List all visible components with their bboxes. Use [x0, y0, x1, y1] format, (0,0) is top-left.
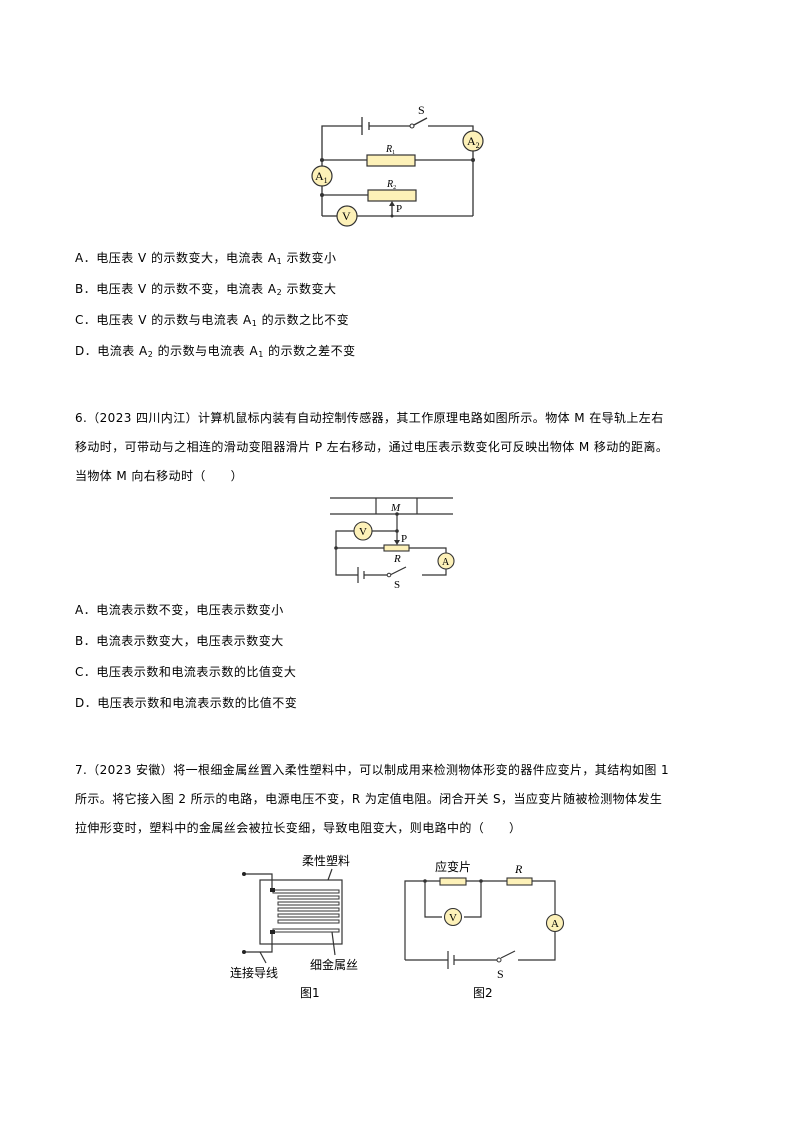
plastic-label: 柔性塑料 — [302, 853, 350, 868]
wire — [464, 881, 482, 918]
wire — [335, 548, 358, 576]
wire — [532, 880, 556, 915]
switch-blade — [389, 566, 407, 576]
q5-option-c: C．电压表 V 的示数与电流表 A1 的示数之比不变 — [75, 313, 350, 328]
wire — [424, 881, 442, 918]
slider-arrow-icon — [394, 540, 400, 545]
q5-circuit-diagram: S A2 A1 V R1 R2 P — [311, 103, 484, 227]
junction-dot — [320, 193, 324, 197]
wire-label: 细金属丝 — [310, 957, 358, 972]
q6-stem-line-3: 当物体 M 向右移动时（ ） — [75, 469, 243, 483]
q6-option-a: A．电流表示数不变，电压表示数变小 — [75, 603, 284, 617]
junction-dot — [471, 158, 475, 162]
q6-stem-line-2: 移动时，可带动与之相连的滑动变阻器滑片 P 左右移动，通过电压表示数变化可反映出… — [75, 440, 669, 454]
q5-option-d: D．电流表 A2 的示数与电流表 A1 的示数之差不变 — [75, 344, 356, 359]
metal-wire-serpentine — [272, 889, 340, 933]
ammeter-a1 — [311, 165, 333, 187]
ammeter-a1-label: A1 — [315, 169, 328, 185]
junction-dot — [479, 879, 483, 883]
voltmeter-v — [336, 205, 358, 227]
slider-label: P — [396, 203, 402, 215]
ammeter-label: A — [551, 918, 559, 930]
terminal-bottom — [270, 930, 275, 934]
ammeter-label: A — [442, 557, 450, 568]
resistor-r — [506, 877, 533, 886]
q6-option-c: C．电压表示数和电流表示数的比值变大 — [75, 665, 297, 679]
voltmeter-label: V — [449, 912, 457, 924]
lead-wire-top — [244, 873, 273, 890]
q7-stem-line-2: 所示。将它接入图 2 所示的电路，电源电压不变，R 为定值电阻。闭合开关 S，当… — [75, 792, 663, 806]
voltmeter-v — [443, 907, 463, 927]
wire — [428, 125, 474, 132]
switch-label: S — [418, 103, 425, 117]
q5-option-b: B．电压表 V 的示数不变，电流表 A2 示数变大 — [75, 282, 337, 297]
lead-end-dot — [242, 872, 246, 876]
junction-dot — [395, 529, 399, 533]
wire-pointer — [331, 931, 336, 956]
lead-end-dot — [242, 950, 246, 954]
wire — [409, 547, 447, 554]
ammeter-a — [437, 552, 455, 570]
switch-pivot — [386, 572, 392, 578]
wire — [422, 568, 447, 576]
switch-blade — [411, 117, 428, 127]
q6-stem-line-1: 6.（2023 四川内江）计算机鼠标内装有自动控制传感器，其工作原理电路如图所示… — [75, 411, 664, 425]
junction-dot — [423, 879, 427, 883]
q6-circuit-diagram: M V P R A S — [330, 497, 455, 591]
voltmeter-v — [353, 521, 373, 541]
plastic-body — [259, 879, 343, 945]
switch-label: S — [497, 967, 504, 981]
resistor-r1 — [366, 154, 416, 167]
resistor-label: R — [393, 553, 401, 565]
wire — [404, 880, 440, 960]
lead-label: 连接导线 — [230, 965, 278, 980]
switch-pivot — [409, 123, 415, 129]
lead-pointer — [259, 951, 267, 964]
fig2-caption: 图2 — [473, 986, 493, 1000]
wire — [335, 530, 354, 548]
resistor-r2 — [367, 189, 417, 202]
ammeter-a2-label: A2 — [467, 134, 480, 150]
q7-stem-line-3: 拉伸形变时，塑料中的金属丝会被拉长变细，导致电阻变大，则电路中的（ ） — [75, 821, 522, 835]
resistor-r — [383, 544, 410, 552]
lead-wire-bottom — [244, 933, 273, 953]
q6-option-b: B．电流表示数变大，电压表示数变大 — [75, 634, 284, 648]
terminal-top — [270, 888, 275, 892]
slider-label: P — [401, 533, 407, 545]
plastic-pointer — [327, 868, 333, 881]
slider-arrow-icon — [389, 201, 395, 206]
wire — [518, 931, 556, 961]
r1-label: R1 — [385, 144, 395, 156]
strain-gauge — [439, 877, 467, 886]
junction-dot — [390, 214, 394, 218]
switch-pivot — [496, 957, 502, 963]
q5-option-a: A．电压表 V 的示数变大，电流表 A1 示数变小 — [75, 251, 337, 266]
junction-dot — [320, 158, 324, 162]
q7-strain-gauge-figure: 柔性塑料 连接导线 细金属丝 图1 — [230, 853, 358, 1000]
resistor-label: R — [514, 862, 523, 876]
junction-dot — [334, 546, 338, 550]
q7-circuit-diagram: 应变片 R V A S 图2 — [404, 859, 565, 1000]
switch-label: S — [394, 579, 400, 591]
fig1-caption: 图1 — [300, 986, 320, 1000]
q7-stem-line-1: 7.（2023 安徽）将一根细金属丝置入柔性塑料中，可以制成用来检测物体形变的器… — [75, 763, 670, 777]
wire — [321, 125, 362, 158]
junction-dot — [395, 512, 399, 516]
r2-label: R2 — [386, 179, 396, 191]
q6-option-d: D．电压表示数和电流表示数的比值不变 — [75, 696, 298, 710]
voltmeter-label: V — [359, 526, 367, 538]
voltmeter-label: V — [342, 209, 351, 223]
ammeter-a — [545, 913, 565, 933]
ammeter-a2 — [462, 130, 484, 152]
switch-blade — [500, 950, 516, 959]
object-m-label: M — [390, 502, 401, 514]
strain-gauge-label: 应变片 — [435, 859, 471, 874]
